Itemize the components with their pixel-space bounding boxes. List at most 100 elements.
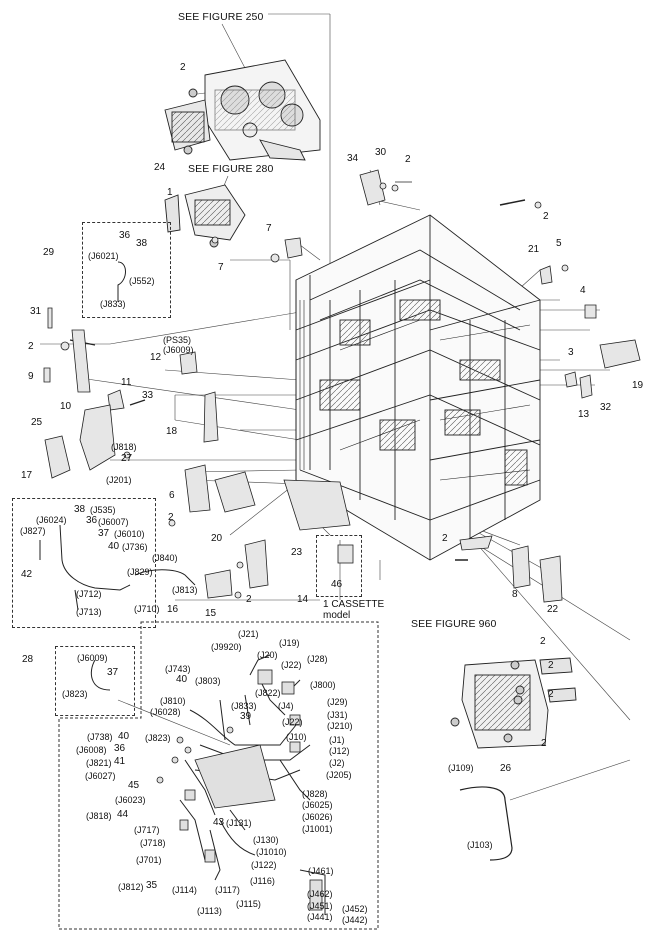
callout-2: 2 bbox=[540, 636, 546, 647]
cable-26 bbox=[459, 786, 513, 861]
connector-J461: (J461) bbox=[308, 866, 334, 876]
callout-17: 17 bbox=[21, 470, 33, 481]
connector-J103: (J103) bbox=[467, 840, 493, 850]
callout-16: 16 bbox=[167, 604, 179, 615]
connector-J800: (J800) bbox=[310, 680, 336, 690]
connector-J813: (J813) bbox=[172, 585, 198, 595]
connector-J1010: (J1010) bbox=[256, 847, 287, 857]
connector-J21: (J21) bbox=[238, 629, 259, 639]
callout-28: 28 bbox=[22, 654, 34, 665]
connector-J114: (J114) bbox=[172, 885, 197, 895]
connector-J738: (J738) bbox=[87, 732, 113, 742]
connector-J6026: (J6026) bbox=[302, 812, 333, 822]
callout-2: 2 bbox=[541, 738, 547, 749]
connector-J1001: (J1001) bbox=[302, 824, 333, 834]
callout-26: 26 bbox=[500, 763, 512, 774]
connector-J210: (J210) bbox=[327, 721, 353, 731]
callout-2: 2 bbox=[180, 62, 186, 73]
connector-J823: (J823) bbox=[145, 733, 171, 743]
harness-17 bbox=[59, 524, 131, 591]
connector-J1: (J1) bbox=[329, 735, 345, 745]
callout-22: 22 bbox=[547, 604, 559, 615]
group-box-28 bbox=[55, 646, 135, 716]
connector-J31: (J31) bbox=[327, 710, 348, 720]
connector-J6008: (J6008) bbox=[76, 745, 107, 755]
connector-J6007: (J6007) bbox=[98, 517, 129, 527]
connector-J452: (J452) bbox=[342, 904, 368, 914]
connector-J821: (J821) bbox=[86, 758, 112, 768]
connector-J6028: (J6028) bbox=[150, 707, 181, 717]
callout-32: 32 bbox=[600, 402, 612, 413]
fig280-assembly bbox=[164, 184, 246, 248]
connector-J803: (J803) bbox=[195, 676, 221, 686]
callout-10: 10 bbox=[60, 401, 72, 412]
callout-40: 40 bbox=[118, 731, 130, 742]
connector-J829: (J829) bbox=[127, 567, 153, 577]
callout-2: 2 bbox=[168, 512, 174, 523]
model-note: 1 CASSETTE model bbox=[323, 599, 384, 621]
callout-40: 40 bbox=[108, 541, 120, 552]
connector-J4: (J4) bbox=[278, 701, 294, 711]
group-box-46 bbox=[316, 535, 362, 597]
connector-J717: (J717) bbox=[134, 825, 160, 835]
callout-38: 38 bbox=[74, 504, 86, 515]
small-parts bbox=[43, 169, 641, 603]
callout-44: 44 bbox=[117, 809, 129, 820]
callout-2: 2 bbox=[543, 211, 549, 222]
connector-J201: (J201) bbox=[106, 475, 132, 485]
callout-6: 6 bbox=[169, 490, 175, 501]
connector-J115: (J115) bbox=[236, 899, 261, 909]
callout-8: 8 bbox=[512, 589, 518, 600]
connector-J827: (J827) bbox=[20, 526, 46, 536]
connector-J822: (J822) bbox=[255, 688, 281, 698]
connector-J818: (J818) bbox=[111, 442, 137, 452]
connector-J2: (J2) bbox=[329, 758, 345, 768]
connector-J535: (J535) bbox=[90, 505, 116, 515]
connector-J19: (J19) bbox=[279, 638, 300, 648]
connector-J131: (J131) bbox=[226, 818, 252, 828]
callout-30: 30 bbox=[375, 147, 387, 158]
callout-46: 46 bbox=[331, 579, 343, 590]
see-figure-280-label: SEE FIGURE 280 bbox=[188, 163, 274, 175]
connector-J6024: (J6024) bbox=[36, 515, 67, 525]
harness-28 bbox=[90, 659, 111, 691]
model-note-line1: 1 CASSETTE bbox=[323, 599, 385, 610]
callout-24: 24 bbox=[154, 162, 166, 173]
connector-J6010: (J6010) bbox=[114, 529, 145, 539]
harness-14-parts bbox=[156, 669, 323, 911]
connector-J828: (J828) bbox=[302, 789, 328, 799]
connector-J701: (J701) bbox=[136, 855, 162, 865]
callout-34: 34 bbox=[347, 153, 359, 164]
callout-3: 3 bbox=[568, 347, 574, 358]
top-assembly bbox=[164, 59, 321, 161]
callout-2: 2 bbox=[548, 660, 554, 671]
connector-J28: (J28) bbox=[307, 654, 328, 664]
callout-2: 2 bbox=[548, 689, 554, 700]
connector-J833: (J833) bbox=[231, 701, 257, 711]
callout-36: 36 bbox=[86, 515, 98, 526]
callout-37: 37 bbox=[98, 528, 110, 539]
callout-15: 15 bbox=[205, 608, 217, 619]
callout-25: 25 bbox=[31, 417, 43, 428]
connector-J117: (J117) bbox=[215, 885, 240, 895]
connector-J6027: (J6027) bbox=[85, 771, 116, 781]
callout-20: 20 bbox=[211, 533, 223, 544]
see-figure-960-label: SEE FIGURE 960 bbox=[411, 618, 497, 630]
connector-J712: (J712) bbox=[76, 589, 102, 599]
main-chassis bbox=[295, 214, 541, 561]
group-box-17 bbox=[12, 498, 156, 628]
callout-33: 33 bbox=[142, 390, 154, 401]
connector-J713: (J713) bbox=[76, 607, 102, 617]
connector-J743: (J743) bbox=[165, 664, 191, 674]
connector-J6009: (J6009) bbox=[163, 345, 194, 355]
connector-J113: (J113) bbox=[197, 906, 222, 916]
callout-19: 19 bbox=[632, 380, 644, 391]
connector-J12: (J12) bbox=[329, 746, 350, 756]
connector-J9920: (J9920) bbox=[211, 642, 242, 652]
callout-45: 45 bbox=[128, 780, 140, 791]
connector-J6023: (J6023) bbox=[115, 795, 146, 805]
connector-J736: (J736) bbox=[122, 542, 148, 552]
callout-2: 2 bbox=[405, 154, 411, 165]
